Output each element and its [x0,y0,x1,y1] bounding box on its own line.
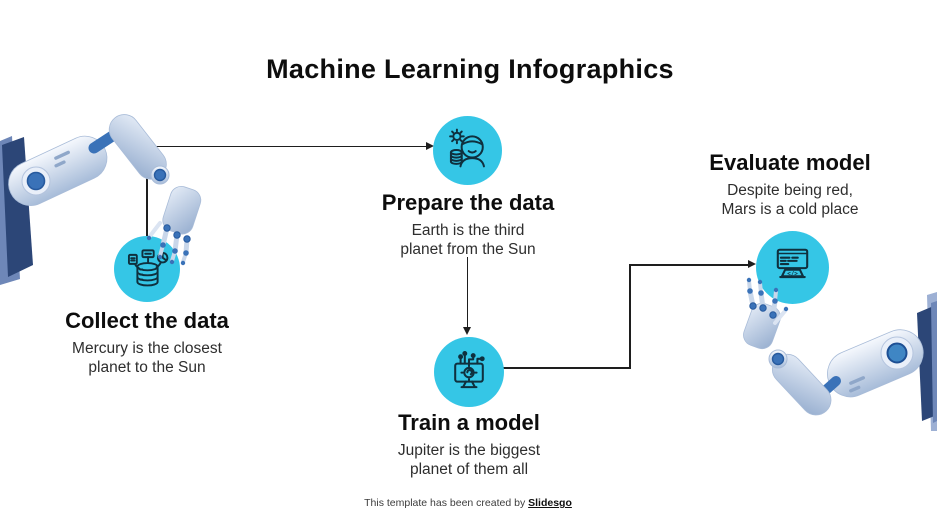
robot-arm-left [0,114,202,285]
connector-collect-to-prepare [146,145,427,147]
arrowhead-into-train [463,327,472,335]
prepare-data-step: Prepare the data Earth is the third plan… [333,190,603,259]
step-title-train: Train a model [398,410,540,435]
prepare-data-circle [433,116,502,185]
step-desc-train-line1: Jupiter is the biggest [397,442,541,459]
step-desc-collect-line2: planet to the Sun [88,359,206,376]
evaluate-model-step: Evaluate model Despite being red, Mars i… [655,150,925,219]
code-glyph: </> [787,271,798,277]
step-desc-prepare-line2: planet from the Sun [400,241,536,258]
train-model-step: Train a model Jupiter is the biggest pla… [334,410,604,479]
train-model-circle [434,337,504,407]
footer-credit-text: This template has been created by [364,497,529,509]
step-desc-evaluate-line2: Mars is a cold place [721,201,859,218]
person-gear-database-icon [449,128,485,168]
arrowhead-into-prepare [426,141,434,150]
slidesgo-link[interactable]: Slidesgo [528,497,572,509]
collect-data-circle [114,236,180,302]
step-desc-prepare-line1: Earth is the third [411,222,525,239]
evaluate-model-circle: </> [756,231,829,304]
connector-train-vertical [629,264,631,369]
page-title: Machine Learning Infographics [266,54,674,84]
step-title-collect: Collect the data [65,308,229,333]
collect-data-step: Collect the data Mercury is the closest … [12,308,282,377]
step-desc-collect-line1: Mercury is the closest [72,340,222,357]
step-desc-train-line2: planet of them all [409,461,529,478]
connector-train-horizontal [503,367,630,369]
connector-collect-vertical [146,146,148,236]
database-documents-chart-icon [127,248,168,286]
connector-prepare-to-train [466,257,468,328]
arrowhead-into-evaluate [748,260,756,269]
connector-train-to-evaluate [629,264,750,266]
browser-code-icon: </> [776,248,809,279]
step-title-prepare: Prepare the data [381,190,555,215]
robot-arm-right [743,277,937,431]
step-title-evaluate: Evaluate model [709,150,871,175]
step-desc-evaluate-line1: Despite being red, [727,182,853,199]
footer-credit: This template has been created by Slides… [364,497,572,509]
monitor-neural-network-icon [454,351,485,389]
